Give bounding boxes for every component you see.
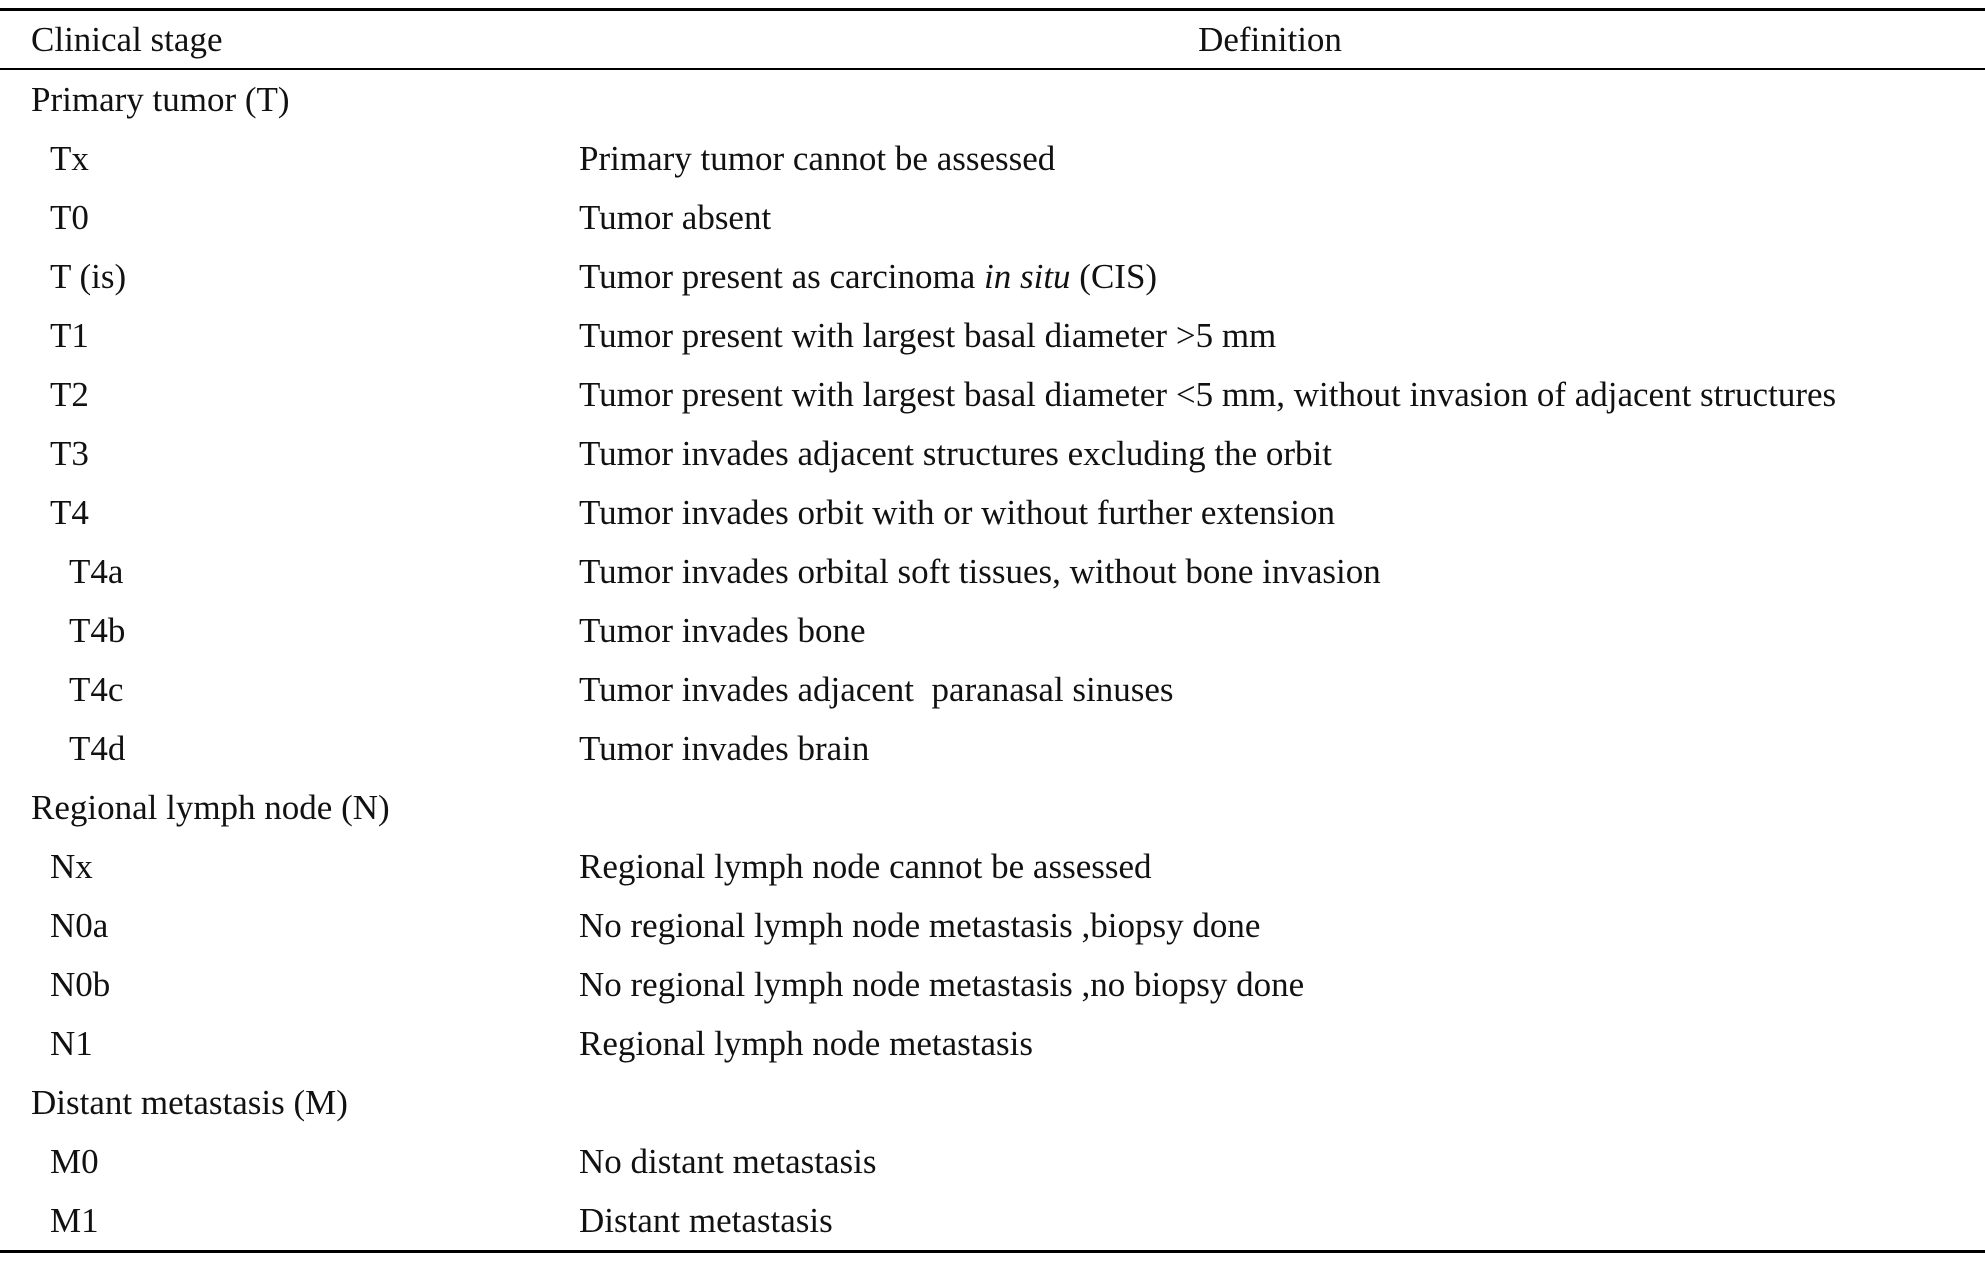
table-header-row: Clinical stage Definition xyxy=(0,11,1985,68)
stage-cell: T (is) xyxy=(50,257,127,296)
definition-cell: No regional lymph node metastasis ,no bi… xyxy=(579,965,1305,1004)
table-row: N1 Regional lymph node metastasis xyxy=(0,1014,1985,1073)
table-row: T (is) Tumor present as carcinoma in sit… xyxy=(0,247,1985,306)
table-row: T4a Tumor invades orbital soft tissues, … xyxy=(0,542,1985,601)
stage-cell: T3 xyxy=(50,434,89,473)
stage-cell: T4c xyxy=(69,670,124,709)
table-row: T4b Tumor invades bone xyxy=(0,601,1985,660)
definition-cell: Regional lymph node metastasis xyxy=(579,1024,1033,1063)
column-header-definition: Definition xyxy=(1198,20,1342,59)
definition-cell: Regional lymph node cannot be assessed xyxy=(579,847,1152,886)
table-header-rule xyxy=(0,68,1985,70)
section-row-regional-lymph-node: Regional lymph node (N) xyxy=(0,778,1985,837)
table-row: Nx Regional lymph node cannot be assesse… xyxy=(0,837,1985,896)
stage-cell: M0 xyxy=(50,1142,99,1181)
stage-cell: T2 xyxy=(50,375,89,414)
stage-cell: T1 xyxy=(50,316,89,355)
table-bottom-rule xyxy=(0,1250,1985,1253)
table-row: T1 Tumor present with largest basal diam… xyxy=(0,306,1985,365)
stage-cell: T4 xyxy=(50,493,89,532)
section-label-primary-tumor: Primary tumor (T) xyxy=(31,80,290,119)
definition-cell: Tumor present as carcinoma in situ (CIS) xyxy=(579,247,1157,306)
table-row: T4 Tumor invades orbit with or without f… xyxy=(0,483,1985,542)
definition-cell: Tumor invades orbit with or without furt… xyxy=(579,493,1335,532)
section-row-primary-tumor: Primary tumor (T) xyxy=(0,70,1985,129)
definition-italic-text: in situ xyxy=(984,257,1071,296)
table-row: T3 Tumor invades adjacent structures exc… xyxy=(0,424,1985,483)
definition-cell: Tumor invades bone xyxy=(579,611,866,650)
table-row: M1 Distant metastasis xyxy=(0,1191,1985,1250)
table-row: N0a No regional lymph node metastasis ,b… xyxy=(0,896,1985,955)
table-row: T2 Tumor present with largest basal diam… xyxy=(0,365,1985,424)
stage-cell: T4a xyxy=(69,552,124,591)
definition-cell: Tumor absent xyxy=(579,198,772,237)
definition-cell: Primary tumor cannot be assessed xyxy=(579,139,1056,178)
stage-cell: T0 xyxy=(50,198,89,237)
stage-cell: T4d xyxy=(69,729,126,768)
definition-cell: Distant metastasis xyxy=(579,1201,833,1240)
table-top-rule xyxy=(0,8,1985,11)
table-row: T4d Tumor invades brain xyxy=(0,719,1985,778)
section-label-distant-metastasis: Distant metastasis (M) xyxy=(31,1083,348,1122)
table-row: T4c Tumor invades adjacent paranasal sin… xyxy=(0,660,1985,719)
section-row-distant-metastasis: Distant metastasis (M) xyxy=(0,1073,1985,1132)
stage-cell: Tx xyxy=(50,139,89,178)
definition-cell: Tumor invades adjacent structures exclud… xyxy=(579,434,1332,473)
stage-cell: M1 xyxy=(50,1201,99,1240)
table-row: M0 No distant metastasis xyxy=(0,1132,1985,1191)
stage-cell: T4b xyxy=(69,611,126,650)
stage-cell: N0a xyxy=(50,906,109,945)
table-row: N0b No regional lymph node metastasis ,n… xyxy=(0,955,1985,1014)
stage-cell: Nx xyxy=(50,847,93,886)
definition-cell: Tumor present with largest basal diamete… xyxy=(579,375,1837,414)
table-row: T0 Tumor absent xyxy=(0,188,1985,247)
table-row: Tx Primary tumor cannot be assessed xyxy=(0,129,1985,188)
definition-text: Tumor present as carcinoma xyxy=(579,257,984,296)
definition-cell: Tumor present with largest basal diamete… xyxy=(579,316,1277,355)
definition-cell: Tumor invades orbital soft tissues, with… xyxy=(579,552,1381,591)
definition-cell: No regional lymph node metastasis ,biops… xyxy=(579,906,1261,945)
stage-cell: N0b xyxy=(50,965,111,1004)
column-header-clinical-stage: Clinical stage xyxy=(31,20,223,59)
stage-cell: N1 xyxy=(50,1024,93,1063)
definition-cell: Tumor invades brain xyxy=(579,729,870,768)
definition-text: (CIS) xyxy=(1070,257,1158,296)
definition-cell: Tumor invades adjacent paranasal sinuses xyxy=(579,670,1174,709)
section-label-regional-lymph-node: Regional lymph node (N) xyxy=(31,788,390,827)
staging-table: Clinical stage Definition Primary tumor … xyxy=(0,8,1985,1253)
definition-cell: No distant metastasis xyxy=(579,1142,877,1181)
